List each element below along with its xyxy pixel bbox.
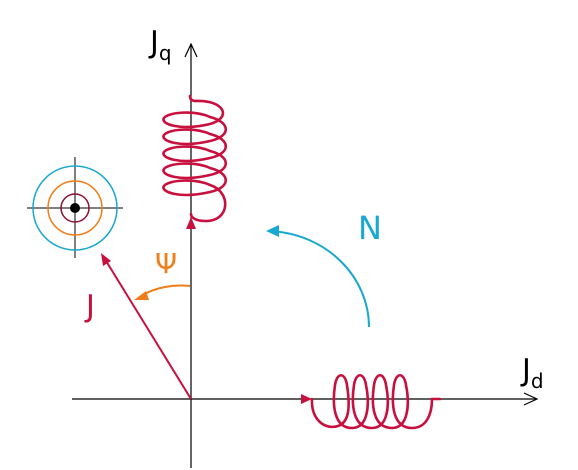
q-axis-label: Jq xyxy=(150,25,172,64)
q-coil-arrowhead xyxy=(186,217,196,229)
d-axis-coil xyxy=(310,374,442,430)
target-middle-ring xyxy=(47,180,103,236)
rotation-arc xyxy=(269,230,370,328)
q-axis-coil xyxy=(162,94,228,223)
vector-label: J xyxy=(86,289,95,324)
q-axis-arrowhead xyxy=(184,42,198,58)
rotation-arrowhead xyxy=(266,225,279,237)
d-coil-arrowhead xyxy=(301,394,312,404)
rotation-label: N xyxy=(358,209,382,247)
angle-label: Ψ xyxy=(155,247,178,280)
q-axis-label-main: J xyxy=(150,25,159,60)
target-center-dot xyxy=(70,203,80,213)
target-inner-ring xyxy=(60,193,90,223)
d-axis-label-main: J xyxy=(522,353,531,388)
target-outer-ring xyxy=(32,165,118,251)
target-symbol xyxy=(27,157,123,258)
d-axis-arrowhead xyxy=(523,392,539,406)
d-axis-label-subscript: d xyxy=(530,369,544,393)
d-axis-label: Jd xyxy=(522,353,544,392)
current-vector-arrowhead xyxy=(101,253,111,266)
angle-arrowhead xyxy=(134,291,149,300)
q-axis-label-subscript: q xyxy=(158,41,172,65)
angle-arc xyxy=(142,284,191,296)
current-vector xyxy=(102,255,192,400)
